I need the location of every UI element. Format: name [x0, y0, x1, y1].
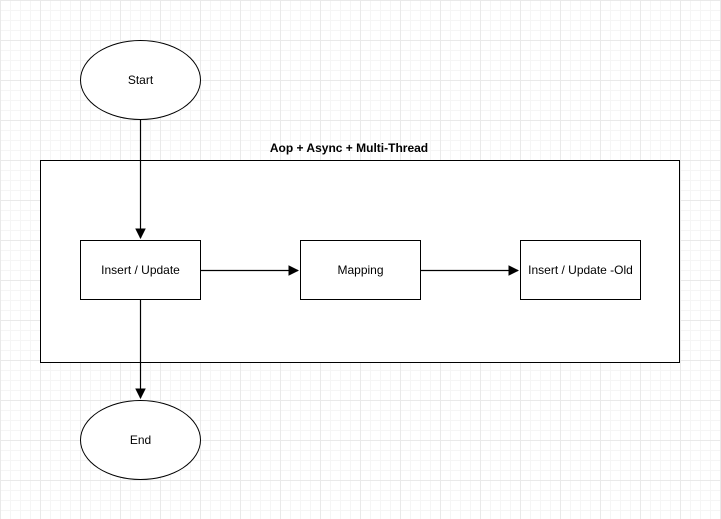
node-start-label: Start: [127, 72, 154, 87]
group-title: Aop + Async + Multi-Thread: [269, 141, 429, 155]
node-insert-update-old-label: Insert / Update -Old: [528, 262, 633, 277]
node-end-label: End: [129, 432, 152, 447]
node-insert-update-old[interactable]: Insert / Update -Old: [520, 240, 641, 300]
node-mapping-label: Mapping: [337, 262, 384, 277]
node-mapping[interactable]: Mapping: [300, 240, 421, 300]
node-start[interactable]: Start: [80, 40, 201, 120]
node-insert-update-label: Insert / Update: [101, 262, 180, 277]
node-end[interactable]: End: [80, 400, 201, 480]
node-insert-update[interactable]: Insert / Update: [80, 240, 201, 300]
